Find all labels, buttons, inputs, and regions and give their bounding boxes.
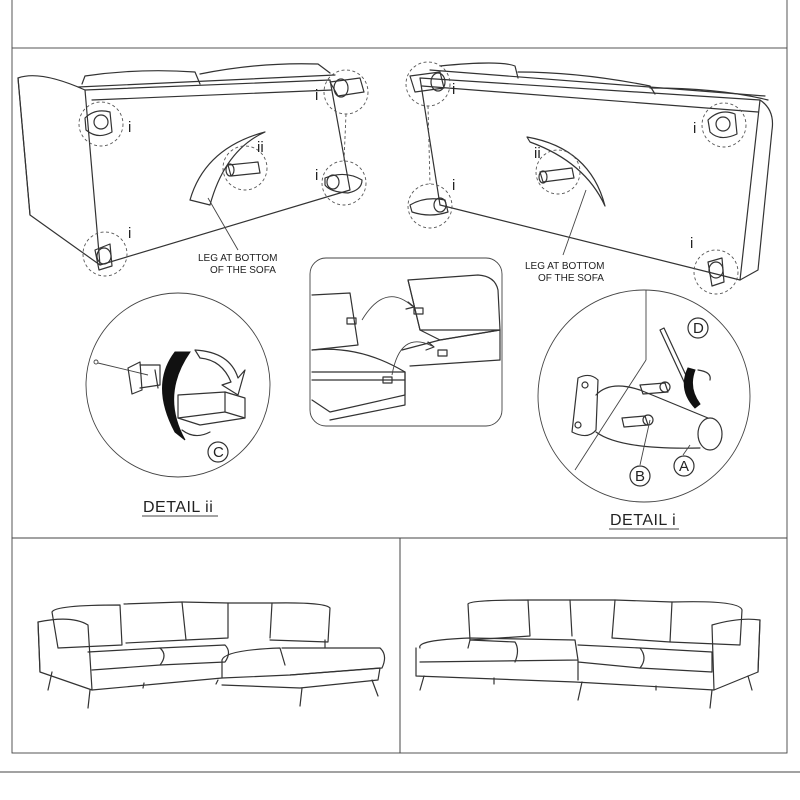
detail-i-circle: [537, 289, 751, 503]
left-sofa-labels: i i i i ii LEG AT BOTTOM OF THE SOFA: [128, 87, 318, 276]
label-i-8: i: [690, 235, 693, 252]
label-i-4: i: [315, 167, 318, 184]
label-i-3: i: [315, 87, 318, 104]
panel-borders: [0, 0, 800, 773]
leg-note-line1: LEG AT BOTTOM: [198, 253, 277, 264]
assembled-sofa-right-chaise: [415, 599, 761, 709]
detail-ii-circle: [85, 292, 271, 478]
label-i-1: i: [128, 119, 131, 136]
label-i-5: i: [452, 81, 455, 98]
part-c-label: C: [213, 444, 224, 461]
assembled-sofa-left-chaise: [37, 601, 386, 709]
label-i-2: i: [128, 225, 131, 242]
leg-note-line2-right: OF THE SOFA: [538, 273, 604, 284]
label-i-7: i: [693, 120, 696, 137]
detail-ii-title: DETAIL ii: [143, 499, 213, 516]
connector-detail: [309, 257, 503, 427]
label-ii-2: ii: [534, 145, 541, 162]
label-ii-1: ii: [257, 139, 264, 156]
leg-note-line1-right: LEG AT BOTTOM: [525, 261, 604, 272]
label-i-6: i: [452, 177, 455, 194]
left-sofa-underside: [17, 63, 369, 277]
right-sofa-labels: i i i i ii LEG AT BOTTOM OF THE SOFA: [452, 81, 696, 284]
leg-note-line2: OF THE SOFA: [210, 265, 276, 276]
detail-i-title: DETAIL i: [610, 512, 676, 529]
right-sofa-underside: [405, 61, 774, 295]
part-b-label: B: [635, 468, 645, 485]
part-d-label: D: [693, 320, 704, 337]
part-a-label: A: [679, 458, 689, 475]
